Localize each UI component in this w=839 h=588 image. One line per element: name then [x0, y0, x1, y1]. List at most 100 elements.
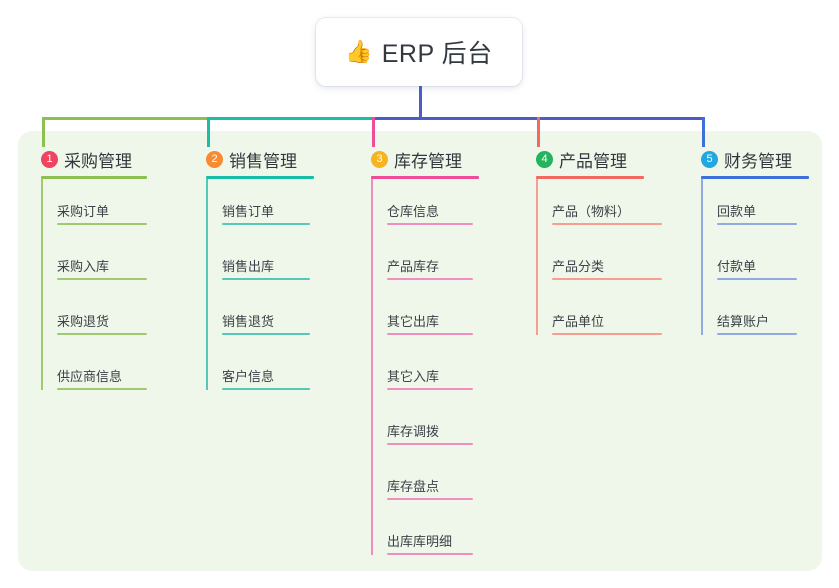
branch-spine-3: [371, 179, 373, 555]
leaf-node-label: 产品单位: [552, 314, 605, 329]
branch-underline-2: [206, 176, 314, 179]
leaf-node-underline: [717, 223, 797, 225]
branch-column-4: 4 产品管理产品（物料） 产品分类产品单位: [536, 146, 662, 335]
leaf-node[interactable]: 产品库存: [387, 256, 473, 280]
branch-number-badge-5: 5: [701, 150, 718, 168]
leaf-node[interactable]: 回款单: [717, 201, 797, 225]
leaf-node-underline: [387, 553, 473, 555]
leaf-node[interactable]: 仓库信息: [387, 201, 473, 225]
connector-drop-4: [537, 117, 540, 147]
leaf-node-label: 付款单: [717, 259, 757, 274]
leaf-node-underline: [222, 333, 310, 335]
leaf-node-underline: [57, 333, 147, 335]
leaf-node[interactable]: 产品分类: [552, 256, 662, 280]
leaf-node-label: 出库库明细: [387, 534, 453, 549]
leaf-node-underline: [387, 443, 473, 445]
leaf-node[interactable]: 采购退货: [57, 311, 147, 335]
branch-title-5: 财务管理: [724, 151, 792, 171]
connector-drop-5: [702, 117, 705, 147]
connector-drop-2: [207, 117, 210, 147]
leaf-node-label: 客户信息: [222, 369, 275, 384]
leaf-node-underline: [57, 388, 147, 390]
leaf-node-underline: [552, 333, 662, 335]
branch-number-badge-4: 4: [536, 150, 553, 168]
leaf-node-underline: [387, 388, 473, 390]
connector-drop-1: [42, 117, 45, 147]
leaf-node-label: 销售退货: [222, 314, 275, 329]
leaf-node-label: 库存调拨: [387, 424, 440, 439]
branch-header-3[interactable]: 3 库存管理: [371, 146, 462, 172]
leaf-node-underline: [552, 223, 662, 225]
leaf-node[interactable]: 付款单: [717, 256, 797, 280]
leaf-node[interactable]: 其它出库: [387, 311, 473, 335]
leaf-node-underline: [222, 388, 310, 390]
leaf-node-label: 销售出库: [222, 259, 275, 274]
branch-spine-1: [41, 179, 43, 390]
diagram-panel: [18, 131, 822, 571]
branch-spine-2: [206, 179, 208, 390]
leaf-node[interactable]: 客户信息: [222, 366, 310, 390]
branch-number-badge-3: 3: [371, 150, 388, 168]
leaf-node-underline: [717, 278, 797, 280]
leaf-node-label: 销售订单: [222, 204, 275, 219]
leaf-node-underline: [387, 223, 473, 225]
branch-number-badge-1: 1: [41, 150, 58, 168]
leaf-node[interactable]: 库存调拨: [387, 421, 473, 445]
branch-column-5: 5 财务管理回款单付款单结算账户: [701, 146, 809, 335]
leaf-node-underline: [57, 278, 147, 280]
leaf-node-label: 库存盘点: [387, 479, 440, 494]
branch-header-2[interactable]: 2 销售管理: [206, 146, 297, 172]
leaf-node[interactable]: 销售退货: [222, 311, 310, 335]
leaf-node-underline: [387, 498, 473, 500]
leaf-node[interactable]: 出库库明细: [387, 531, 473, 555]
connector-bar-segment-2: [207, 117, 375, 120]
root-trunk-line: [419, 86, 422, 120]
leaf-node-label: 产品库存: [387, 259, 440, 274]
leaf-node-label: 其它入库: [387, 369, 440, 384]
root-node-erp-backend[interactable]: 👍 ERP 后台: [316, 18, 522, 86]
branch-header-4[interactable]: 4 产品管理: [536, 146, 627, 172]
leaf-node-label: 采购入库: [57, 259, 110, 274]
leaf-node-label: 结算账户: [717, 314, 770, 329]
branch-number-badge-2: 2: [206, 150, 223, 168]
branch-column-2: 2 销售管理销售订单销售出库销售退货客户信息: [206, 146, 314, 390]
branch-underline-1: [41, 176, 147, 179]
leaf-node-underline: [57, 223, 147, 225]
branch-column-1: 1 采购管理采购订单采购入库采购退货供应商信息: [41, 146, 147, 390]
branch-spine-5: [701, 179, 703, 335]
leaf-node-underline: [222, 278, 310, 280]
leaf-node[interactable]: 结算账户: [717, 311, 797, 335]
leaf-node-underline: [387, 278, 473, 280]
leaf-node-label: 采购退货: [57, 314, 110, 329]
branch-header-5[interactable]: 5 财务管理: [701, 146, 792, 172]
leaf-node[interactable]: 其它入库: [387, 366, 473, 390]
leaf-node-label: 采购订单: [57, 204, 110, 219]
branch-title-2: 销售管理: [229, 151, 297, 171]
branch-underline-5: [701, 176, 809, 179]
branch-title-3: 库存管理: [394, 151, 462, 171]
leaf-node-underline: [387, 333, 473, 335]
branch-spine-4: [536, 179, 538, 335]
branch-underline-4: [536, 176, 644, 179]
leaf-node[interactable]: 供应商信息: [57, 366, 147, 390]
leaf-node[interactable]: 采购订单: [57, 201, 147, 225]
leaf-node-underline: [552, 278, 662, 280]
branch-title-1: 采购管理: [64, 151, 132, 171]
leaf-node-underline: [717, 333, 797, 335]
leaf-node[interactable]: 销售出库: [222, 256, 310, 280]
branch-title-4: 产品管理: [559, 151, 627, 171]
leaf-node[interactable]: 采购入库: [57, 256, 147, 280]
leaf-node-label: 供应商信息: [57, 369, 123, 384]
leaf-node[interactable]: 库存盘点: [387, 476, 473, 500]
root-node-label: ERP 后台: [381, 40, 493, 68]
branch-header-1[interactable]: 1 采购管理: [41, 146, 132, 172]
leaf-node-label: 其它出库: [387, 314, 440, 329]
leaf-node[interactable]: 销售订单: [222, 201, 310, 225]
leaf-node[interactable]: 产品（物料）: [552, 201, 662, 225]
leaf-node[interactable]: 产品单位: [552, 311, 662, 335]
connector-bar-segment-1: [42, 117, 210, 120]
leaf-node-label: 仓库信息: [387, 204, 440, 219]
leaf-node-label: 产品分类: [552, 259, 605, 274]
connector-drop-3: [372, 117, 375, 147]
